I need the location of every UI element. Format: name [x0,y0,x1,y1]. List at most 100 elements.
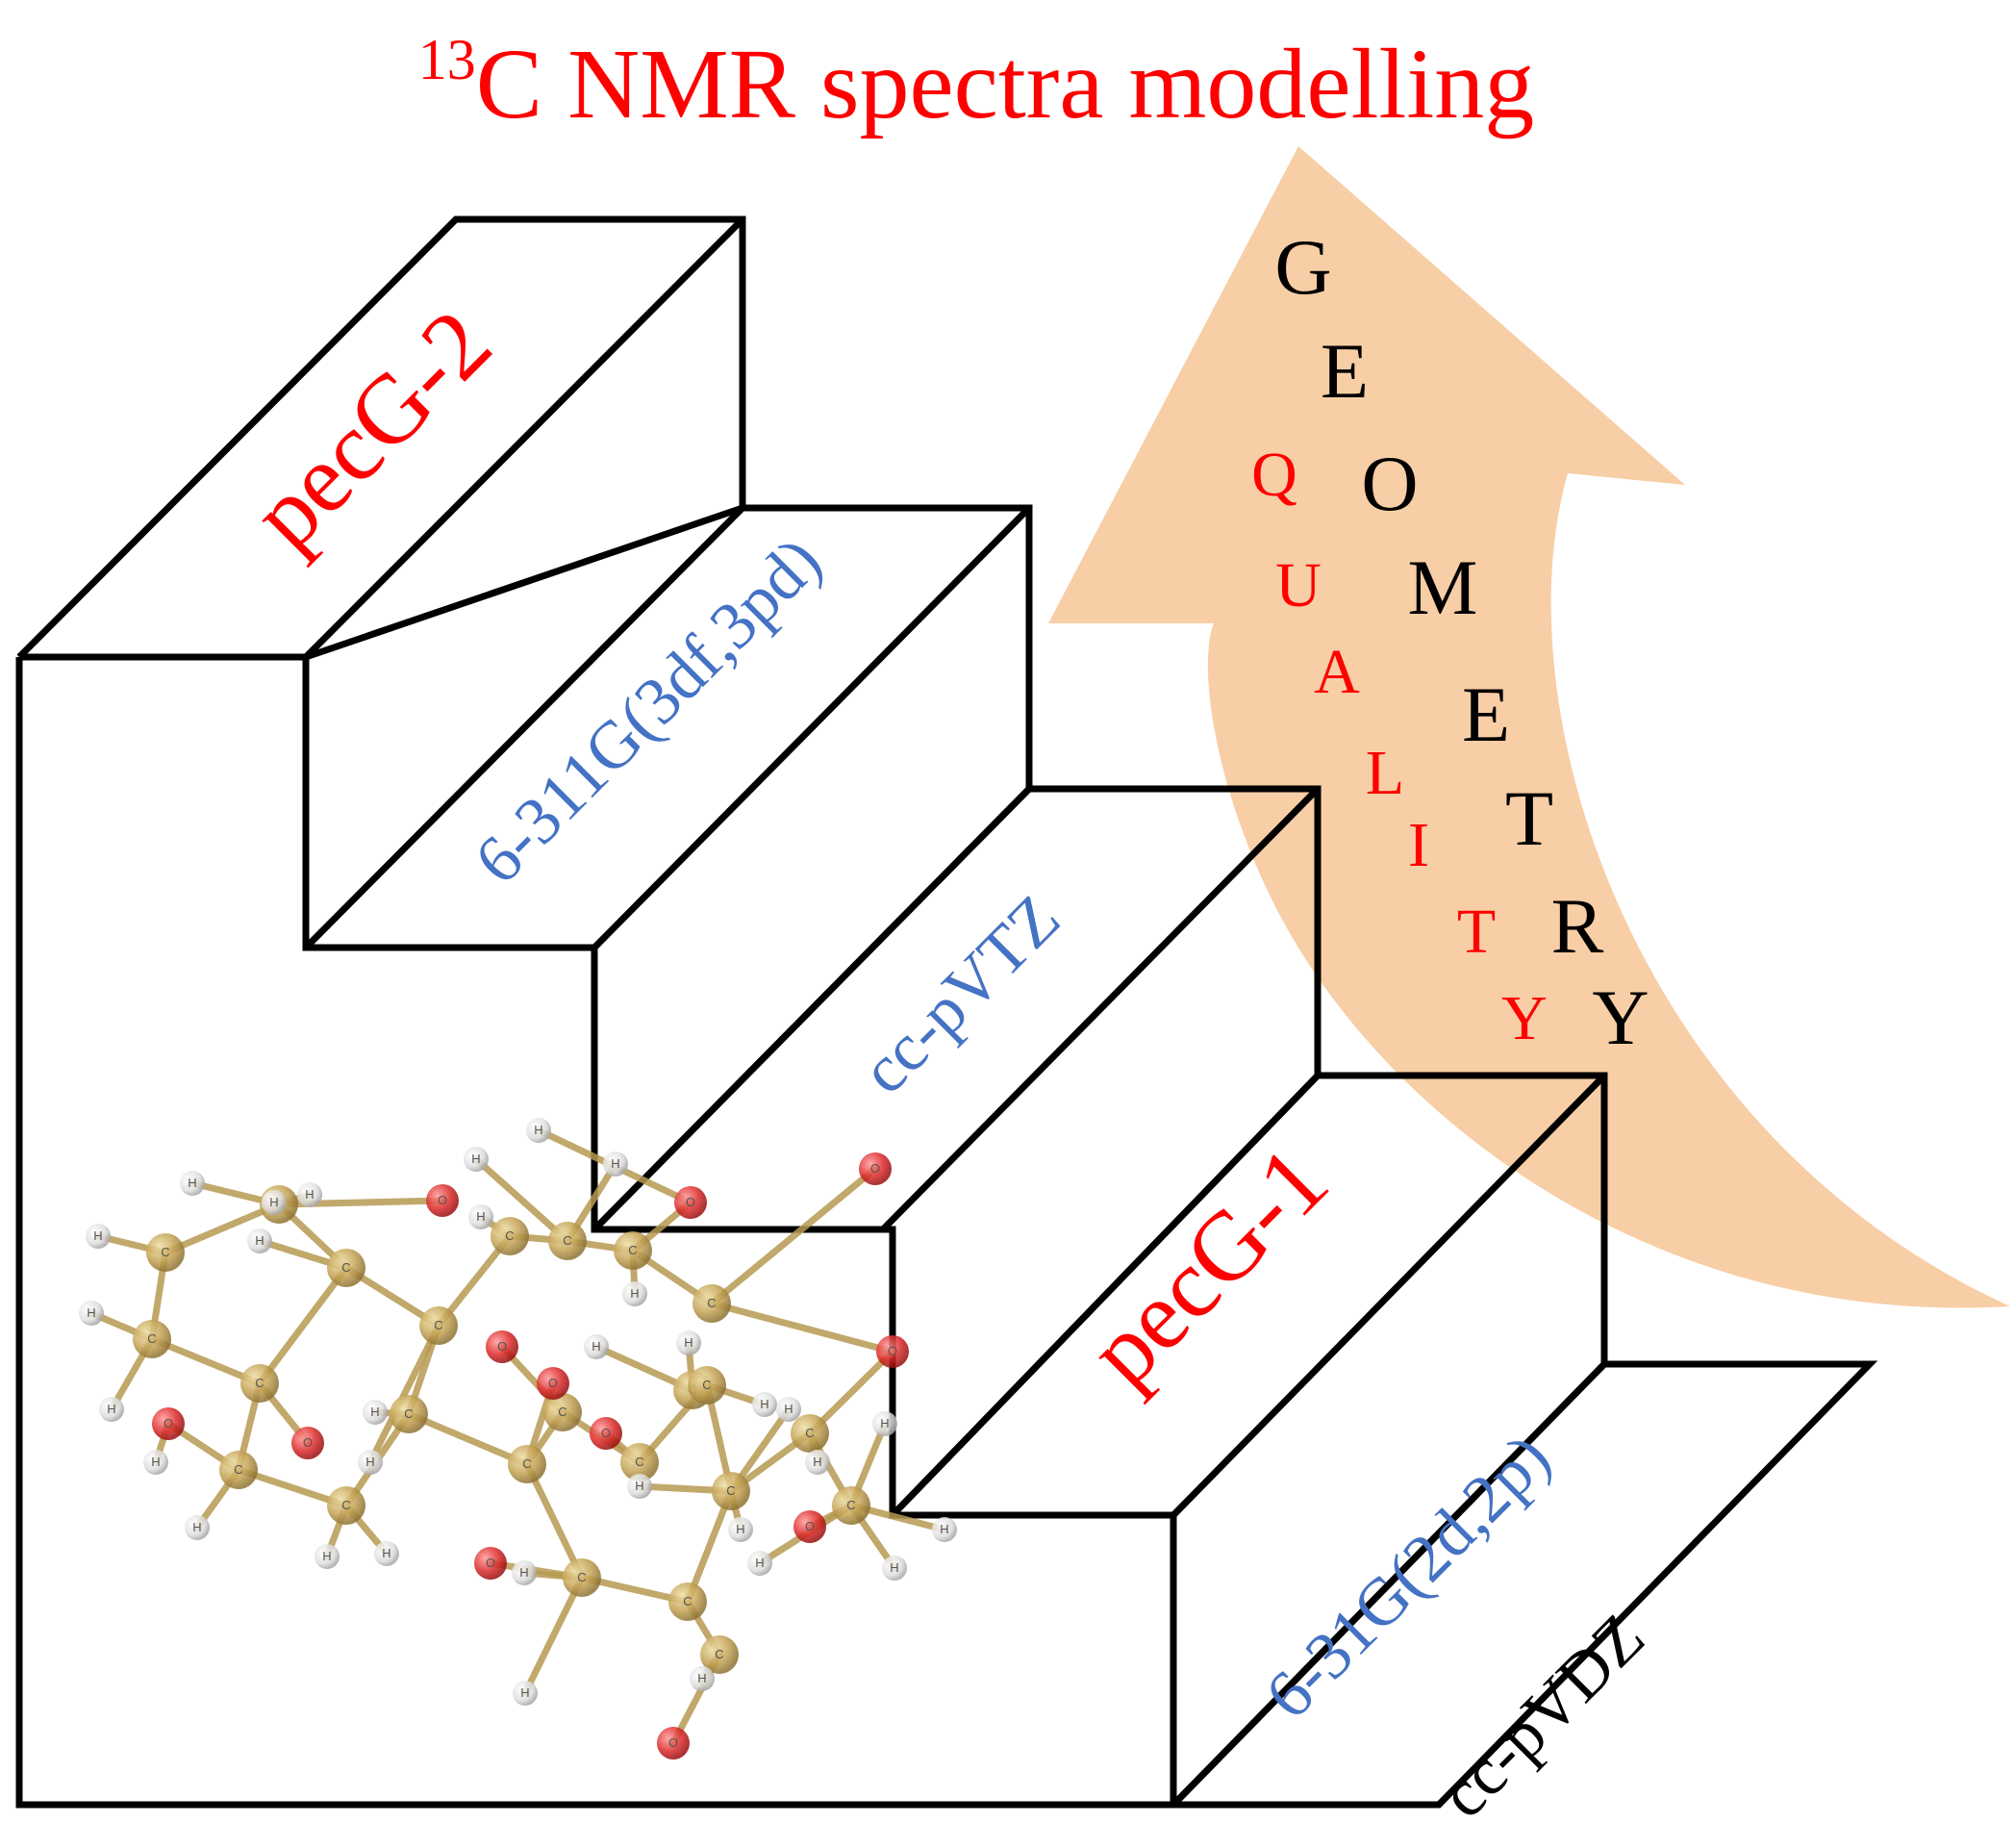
atom-label: H [940,1522,948,1536]
step-label-pecg2: pecG-2 [231,289,512,570]
atom-label: C [628,1243,637,1257]
atom-label: O [805,1519,815,1533]
quality-letter: I [1408,810,1429,880]
atom-label: H [255,1233,264,1248]
atom-label: C [683,1594,692,1608]
atom-label: C [726,1483,735,1498]
carbon-atom [668,1582,707,1621]
oxygen-atom [674,1186,707,1219]
oxygen-atom [291,1427,324,1459]
molecule-bond [472,1155,571,1245]
atom-label: C [635,1455,643,1469]
atom-label: H [365,1455,374,1469]
hydrogen-atom [247,1228,272,1253]
atom-label: H [519,1565,528,1580]
hydrogen-atom [805,1450,830,1475]
carbon-atom [219,1451,258,1489]
stair-floor [1171,1360,1878,1809]
carbon-atom [614,1231,652,1270]
atom-label: O [303,1435,313,1450]
hydrogen-atom [363,1400,388,1425]
molecule-bond [148,1335,264,1387]
carbon-atom [419,1306,458,1345]
oxygen-atom [876,1335,909,1368]
oxygen-atom [537,1367,569,1400]
atom-label: H [760,1397,768,1411]
atom-label: H [813,1455,821,1469]
carbon-atom [832,1486,870,1525]
hydrogen-atom [728,1517,753,1542]
atom-label: H [736,1522,744,1536]
oxygen-atom [590,1417,622,1450]
carbon-atom [508,1445,546,1483]
quality-letter: Y [1501,983,1548,1053]
oxygen-atom [474,1547,507,1580]
atom-label: H [755,1556,764,1570]
atom-label: C [341,1260,350,1275]
oxygen-atom [657,1727,690,1759]
atom-label: C [505,1228,514,1243]
atom-label: C [255,1376,264,1390]
hydrogen-atom [690,1666,715,1691]
oxygen-atom [486,1330,518,1363]
atom-label: H [630,1286,639,1301]
atom-label: H [890,1560,898,1575]
stair-edge [1171,1073,1607,1518]
step-label-cc-pvdz: cc-pVDZ [1426,1600,1658,1832]
atom-label: C [558,1405,566,1419]
atom-label: H [592,1339,600,1354]
atom-label: H [697,1671,706,1685]
atom-label: O [870,1161,880,1176]
title-superscript: 13 [418,28,476,91]
atom-label: C [715,1647,723,1661]
molecule-bond [523,1460,586,1582]
hydrogen-atom [776,1397,801,1422]
atom-label: O [486,1556,495,1570]
title-text: C NMR spectra modelling [476,29,1535,139]
carbon-atom [327,1249,365,1287]
staircase [15,215,1878,1809]
geometry-letter: T [1505,774,1553,862]
molecule-bond [256,1264,350,1387]
hydrogen-atom [603,1152,628,1177]
geometry-letter: E [1462,671,1510,758]
carbon-atom [692,1284,731,1323]
quality-letter: Q [1251,440,1297,510]
atom-label: H [534,1123,542,1137]
atom-label: C [522,1456,531,1471]
stair-edge [592,505,1032,950]
molecule-bond [366,1322,442,1466]
oxygen-atom [426,1184,459,1217]
molecule-bond [162,1201,283,1256]
geometry-letter: O [1361,440,1418,527]
geometry-letter: G [1274,223,1331,311]
atom-label: H [611,1156,619,1171]
atom-label: C [563,1233,571,1248]
hydrogen-atom [262,1190,287,1215]
hydrogen-atom [468,1204,493,1229]
atom-label: H [192,1520,201,1534]
carbon-atom [240,1364,279,1403]
step-label-6-311g-3df-3pd: 6-311G(3df,3pd) [461,523,835,898]
hydrogen-atom [872,1411,897,1436]
atom-label: O [686,1195,695,1209]
atom-label: H [188,1176,196,1190]
atom-label: H [87,1305,95,1320]
atom-label: H [476,1209,485,1224]
atom-label: O [601,1426,611,1440]
atom-label: H [382,1546,390,1560]
atom-label: H [93,1228,102,1243]
atom-label: O [548,1376,558,1390]
hydrogen-atom [622,1281,647,1306]
molecule-bond [708,1300,896,1355]
geometry-letter: Y [1592,974,1649,1061]
atom-label: C [846,1498,855,1512]
hydrogen-atom [747,1551,772,1576]
hydrogen-atom [315,1544,340,1569]
atom-label: H [784,1402,793,1416]
atom-label: C [147,1331,156,1346]
oxygen-atom [859,1152,892,1185]
carbon-atom [390,1395,428,1433]
